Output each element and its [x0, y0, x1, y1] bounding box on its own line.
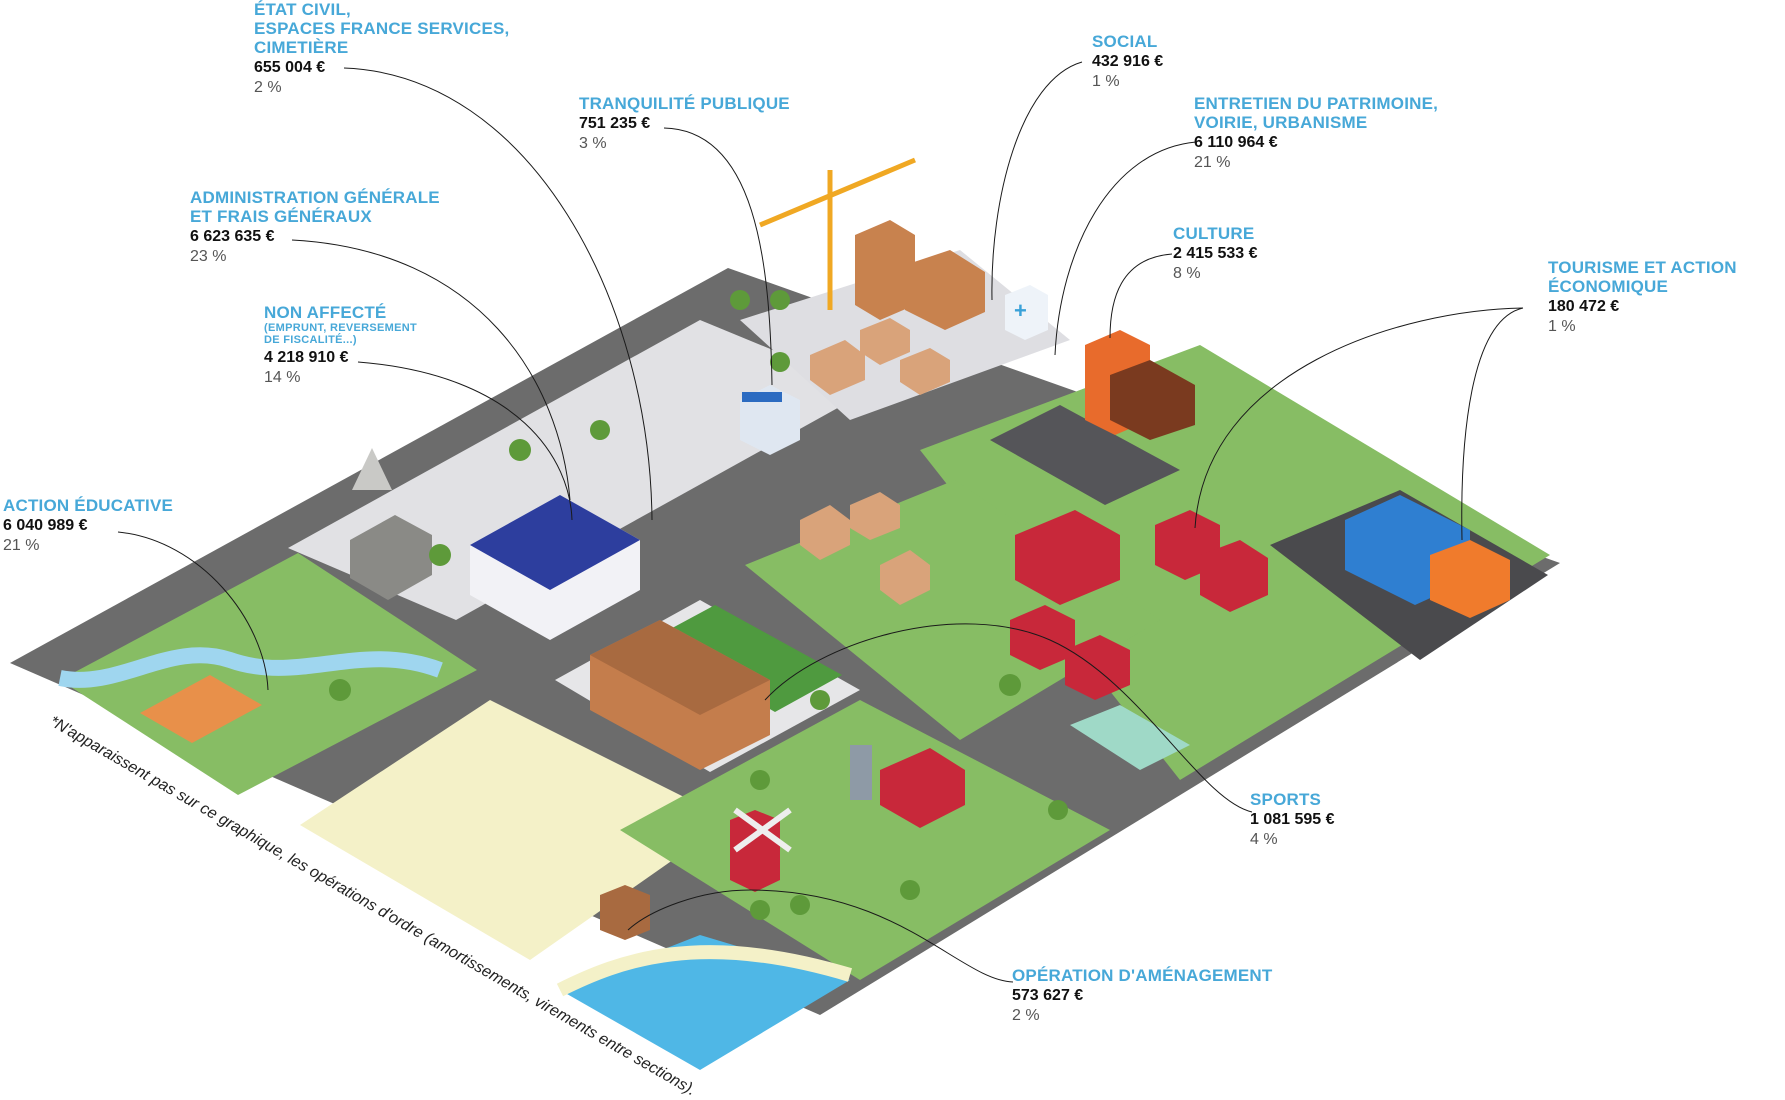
- trees: [329, 290, 1068, 920]
- label-title: État civil,: [254, 0, 351, 19]
- label-title: Sports: [1250, 790, 1322, 809]
- label-percent: 3 %: [579, 134, 607, 152]
- label-administration: Administration générale et frais générau…: [190, 188, 440, 266]
- label-percent: 21 %: [3, 536, 40, 554]
- pharmacy: +: [1005, 285, 1048, 340]
- label-percent: 4 %: [1250, 830, 1278, 848]
- label-percent: 14 %: [264, 368, 301, 386]
- label-title: Culture: [1173, 224, 1255, 243]
- label-amount: 1 081 595 €: [1250, 811, 1335, 829]
- leader-lines: [117, 61, 1524, 983]
- label-etat-civil: État civil, espaces France services, cim…: [254, 0, 509, 97]
- label-amount: 573 627 €: [1012, 987, 1084, 1005]
- leader-educative: [117, 531, 269, 691]
- label-tourisme: Tourisme et action économique 180 472 € …: [1548, 258, 1737, 336]
- label-title: économique: [1548, 277, 1669, 297]
- label-title: Tourisme et action: [1548, 258, 1737, 277]
- crane: [759, 157, 916, 310]
- label-sports: Sports 1 081 595 € 4 %: [1250, 790, 1335, 849]
- leader-tourisme: [1194, 307, 1524, 541]
- label-title: Social: [1092, 32, 1158, 51]
- label-amount: 751 235 €: [579, 115, 651, 133]
- label-amount: 4 218 910 €: [264, 348, 349, 366]
- label-amount: 6 110 964 €: [1194, 134, 1278, 152]
- apartment-block: [855, 220, 985, 330]
- label-tranquilite: Tranquilité publique 751 235 € 3 %: [579, 94, 790, 153]
- leader-sports: [764, 623, 1253, 813]
- football-field: [650, 605, 842, 712]
- leader-amenagement: [627, 889, 1014, 983]
- label-culture: Culture 2 415 533 € 8 %: [1173, 224, 1258, 283]
- label-subtitle: (emprunt, reversement: [264, 322, 417, 335]
- label-title: Non affecté: [264, 303, 387, 322]
- label-percent: 8 %: [1173, 264, 1201, 282]
- houses: [800, 318, 950, 605]
- label-patrimoine: Entretien du patrimoine, voirie, urbanis…: [1194, 94, 1438, 172]
- leader-tranquilite: [663, 127, 773, 386]
- label-percent: 2 %: [254, 79, 282, 96]
- leader-social: [991, 61, 1083, 301]
- theatre: [1085, 330, 1195, 440]
- label-amenagement: Opération d'aménagement 573 627 € 2 %: [1012, 966, 1273, 1025]
- label-amount: 2 415 533 €: [1173, 245, 1258, 263]
- leader-patrimoine: [1054, 141, 1197, 356]
- hotel: [1345, 495, 1510, 618]
- police-station: [740, 385, 800, 455]
- shed: [600, 885, 650, 940]
- label-title: espaces France services,: [254, 19, 510, 39]
- label-amount: 655 004 €: [254, 59, 326, 77]
- label-percent: 1 %: [1092, 72, 1120, 90]
- river: [58, 647, 443, 688]
- label-title: voirie, urbanisme: [1194, 113, 1368, 133]
- silo: [850, 745, 872, 800]
- label-amount: 432 916 €: [1092, 53, 1164, 71]
- leader-etat-civil: [343, 67, 653, 521]
- city-hall: [470, 495, 640, 640]
- parking-lot: [990, 405, 1180, 505]
- barn: [880, 510, 1268, 828]
- label-educative: Action éducative 6 040 989 € 21 %: [3, 496, 173, 555]
- plaza: [288, 320, 870, 620]
- farm-grass: [620, 700, 1110, 980]
- basketball-court: [140, 675, 262, 743]
- label-percent: 1 %: [1548, 317, 1576, 335]
- label-percent: 23 %: [190, 247, 227, 265]
- leader-administration: [291, 239, 571, 501]
- label-title: Opération d'aménagement: [1012, 966, 1273, 985]
- label-title: Entretien du patrimoine,: [1194, 94, 1439, 113]
- greenhouse: [1070, 705, 1190, 770]
- label-amount: 6 040 989 €: [3, 517, 88, 535]
- school: [590, 620, 770, 770]
- windmill: [730, 807, 792, 892]
- label-percent: 2 %: [1012, 1006, 1040, 1024]
- label-subtitle: de fiscalité...): [264, 334, 357, 347]
- svg-text:+: +: [1014, 298, 1027, 323]
- label-title: et frais généraux: [190, 207, 372, 227]
- label-amount: 180 472 €: [1548, 298, 1620, 316]
- church: [350, 448, 432, 600]
- label-non-affecte: Non affecté (emprunt, reversement de fis…: [264, 303, 417, 386]
- label-title: Action éducative: [3, 496, 174, 515]
- label-title: cimetière: [254, 38, 349, 58]
- label-title: Tranquilité publique: [579, 94, 790, 113]
- label-title: Administration générale: [190, 188, 440, 207]
- label-amount: 6 623 635 €: [190, 228, 275, 246]
- beach: [556, 945, 853, 997]
- label-social: Social 432 916 € 1 %: [1092, 32, 1163, 91]
- label-percent: 21 %: [1194, 153, 1231, 171]
- leader-non-affecte: [357, 361, 573, 521]
- leader-culture: [1109, 253, 1173, 339]
